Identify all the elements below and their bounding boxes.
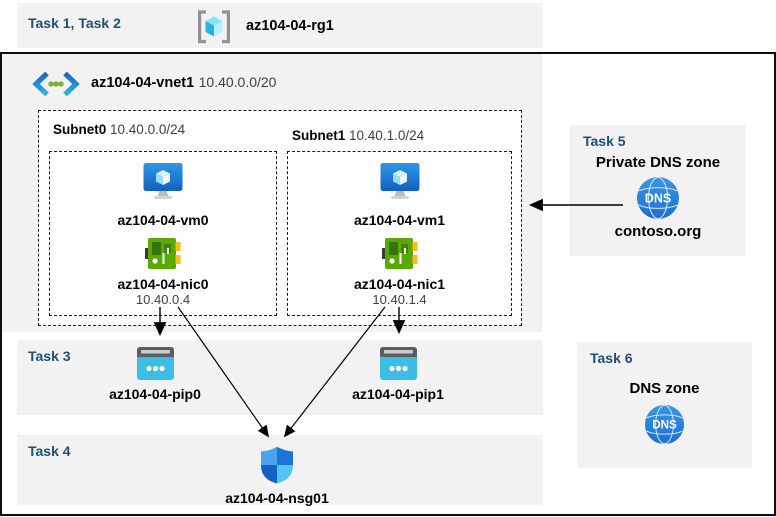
task12-band: Task 1, Task 2 az104-04-rg1 <box>17 3 543 48</box>
resource-group-icon <box>198 10 230 44</box>
resource-group-name: az104-04-rg1 <box>246 18 334 34</box>
nic0-name: az104-04-nic0 <box>117 276 209 292</box>
vm-icon <box>143 163 183 199</box>
subnet1-box: az104-04-vm1 az104-04-nic1 10.40.1.4 <box>287 151 512 316</box>
nsg-shield-icon <box>261 446 293 484</box>
dns-globe-icon: DNS <box>644 404 685 445</box>
task4-label: Task 4 <box>28 443 71 459</box>
dns-icon-text: DNS <box>652 419 677 432</box>
nic-icon <box>145 238 181 269</box>
nic1-ip: 10.40.1.4 <box>372 292 427 307</box>
vm1-name: az104-04-vm1 <box>353 212 446 228</box>
task3-band: Task 3 <box>17 340 543 415</box>
task5-box: Task 5 Private DNS zone DNS contoso.org <box>570 125 746 256</box>
subnet0-name: Subnet0 <box>53 122 107 137</box>
pip1-group: az104-04-pip1 <box>333 347 463 402</box>
pip0-name: az104-04-pip0 <box>109 386 201 402</box>
subnet1-prefix: 10.40.1.0/24 <box>349 128 425 143</box>
vnet-address-space: 10.40.0.0/20 <box>198 74 277 90</box>
vm-icon <box>380 163 419 199</box>
dns-zone-title: DNS zone <box>629 380 700 397</box>
subnet0-prefix: 10.40.0.0/24 <box>110 122 186 137</box>
private-dns-zone-title: Private DNS zone <box>595 154 721 171</box>
dns-icon-text: DNS <box>645 192 671 206</box>
public-ip-icon <box>379 347 417 380</box>
subnet1-name: Subnet1 <box>292 128 346 143</box>
nic1-name: az104-04-nic1 <box>353 276 446 292</box>
nsg-group: az104-04-nsg01 <box>212 446 342 506</box>
task12-label: Task 1, Task 2 <box>28 15 121 31</box>
pip1-name: az104-04-pip1 <box>352 386 444 402</box>
virtual-network-icon <box>32 71 80 97</box>
nic0-ip: 10.40.0.4 <box>135 292 191 307</box>
public-ip-icon <box>136 347 174 380</box>
subnet1-label: Subnet1 10.40.1.0/24 <box>292 128 424 143</box>
dns-globe-icon: DNS <box>637 176 679 220</box>
nsg-name: az104-04-nsg01 <box>225 490 329 506</box>
task6-box: Task 6 DNS zone DNS <box>577 342 752 468</box>
nic-icon <box>381 238 417 269</box>
subnet0-box: az104-04-vm0 az104-04-nic0 10.40.0.4 <box>49 151 277 316</box>
diagram-frame <box>0 52 776 516</box>
vm0-name: az104-04-vm0 <box>117 212 209 228</box>
private-dns-zone-name: contoso.org <box>614 223 702 240</box>
subnet0-label: Subnet0 10.40.0.0/24 <box>53 122 185 137</box>
task6-label: Task 6 <box>590 350 633 366</box>
vnet-name: az104-04-vnet1 <box>91 75 195 91</box>
pip0-group: az104-04-pip0 <box>90 347 220 402</box>
task5-label: Task 5 <box>583 133 626 149</box>
task3-label: Task 3 <box>28 348 71 364</box>
vnet-title: az104-04-vnet1 10.40.0.0/20 <box>91 74 276 92</box>
